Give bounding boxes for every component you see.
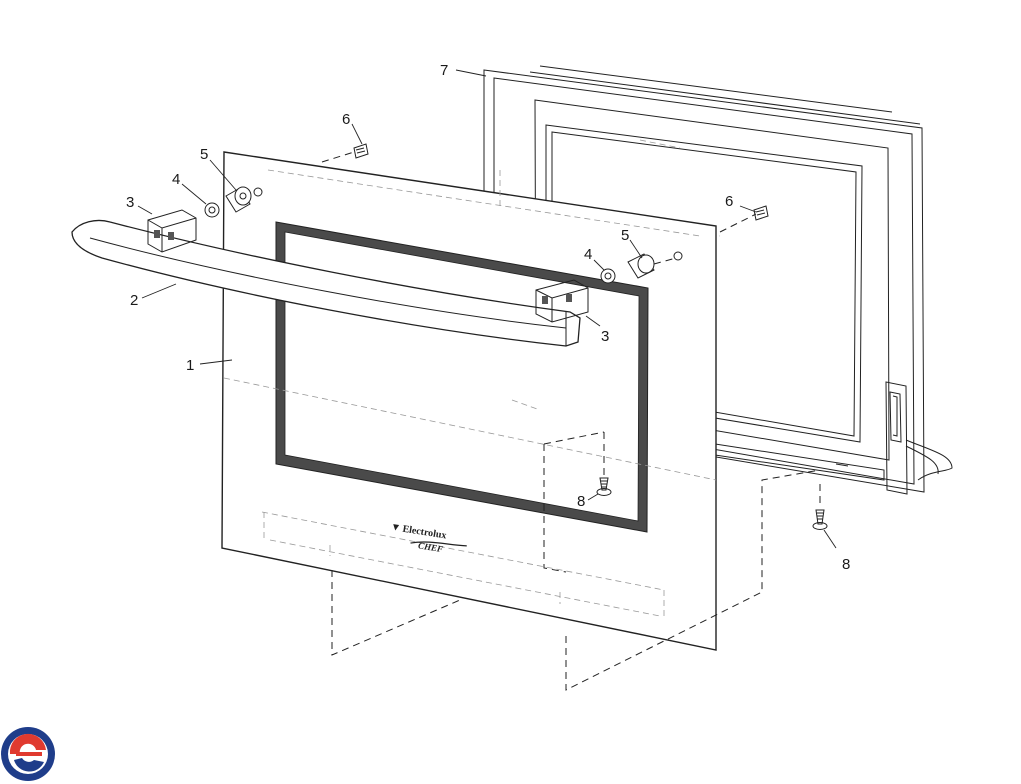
assembly-guide-lines	[321, 151, 821, 691]
callout-6-left: 6	[342, 111, 350, 128]
callout-8-right: 8	[842, 556, 850, 573]
screw-bottom-left	[596, 477, 612, 496]
callout-1: 1	[186, 357, 194, 374]
corner-brand-icon	[1, 727, 55, 781]
callout-2: 2	[130, 292, 138, 309]
spacer-left	[225, 186, 263, 213]
screw-top-right	[753, 205, 769, 221]
spacer-right	[627, 251, 683, 279]
logo-sub-text: CHEF	[417, 540, 443, 554]
callout-6-right: 6	[725, 193, 733, 210]
brand-mark-icon	[393, 524, 400, 531]
callout-5-right: 5	[621, 227, 629, 244]
washer-left	[204, 202, 220, 218]
callout-7: 7	[440, 62, 448, 79]
callout-3-right: 3	[601, 328, 609, 345]
callout-3-left: 3	[126, 194, 134, 211]
callout-labels: 1 2 3 4 5 6 7 6 5 4 3 8 8	[126, 62, 850, 573]
callout-8-left: 8	[577, 493, 585, 510]
handle-end-cap-left	[147, 209, 197, 253]
leader-lines	[137, 69, 837, 549]
callout-4-left: 4	[172, 171, 180, 188]
front-glass-panel	[221, 151, 717, 651]
callout-4-right: 4	[584, 246, 592, 263]
screw-bottom-right	[812, 509, 828, 530]
handle-end-cap-right	[535, 279, 589, 323]
callout-5-left: 5	[200, 146, 208, 163]
washer-right	[600, 268, 616, 284]
screw-top-left	[353, 143, 369, 159]
inner-door-frame	[483, 65, 953, 495]
